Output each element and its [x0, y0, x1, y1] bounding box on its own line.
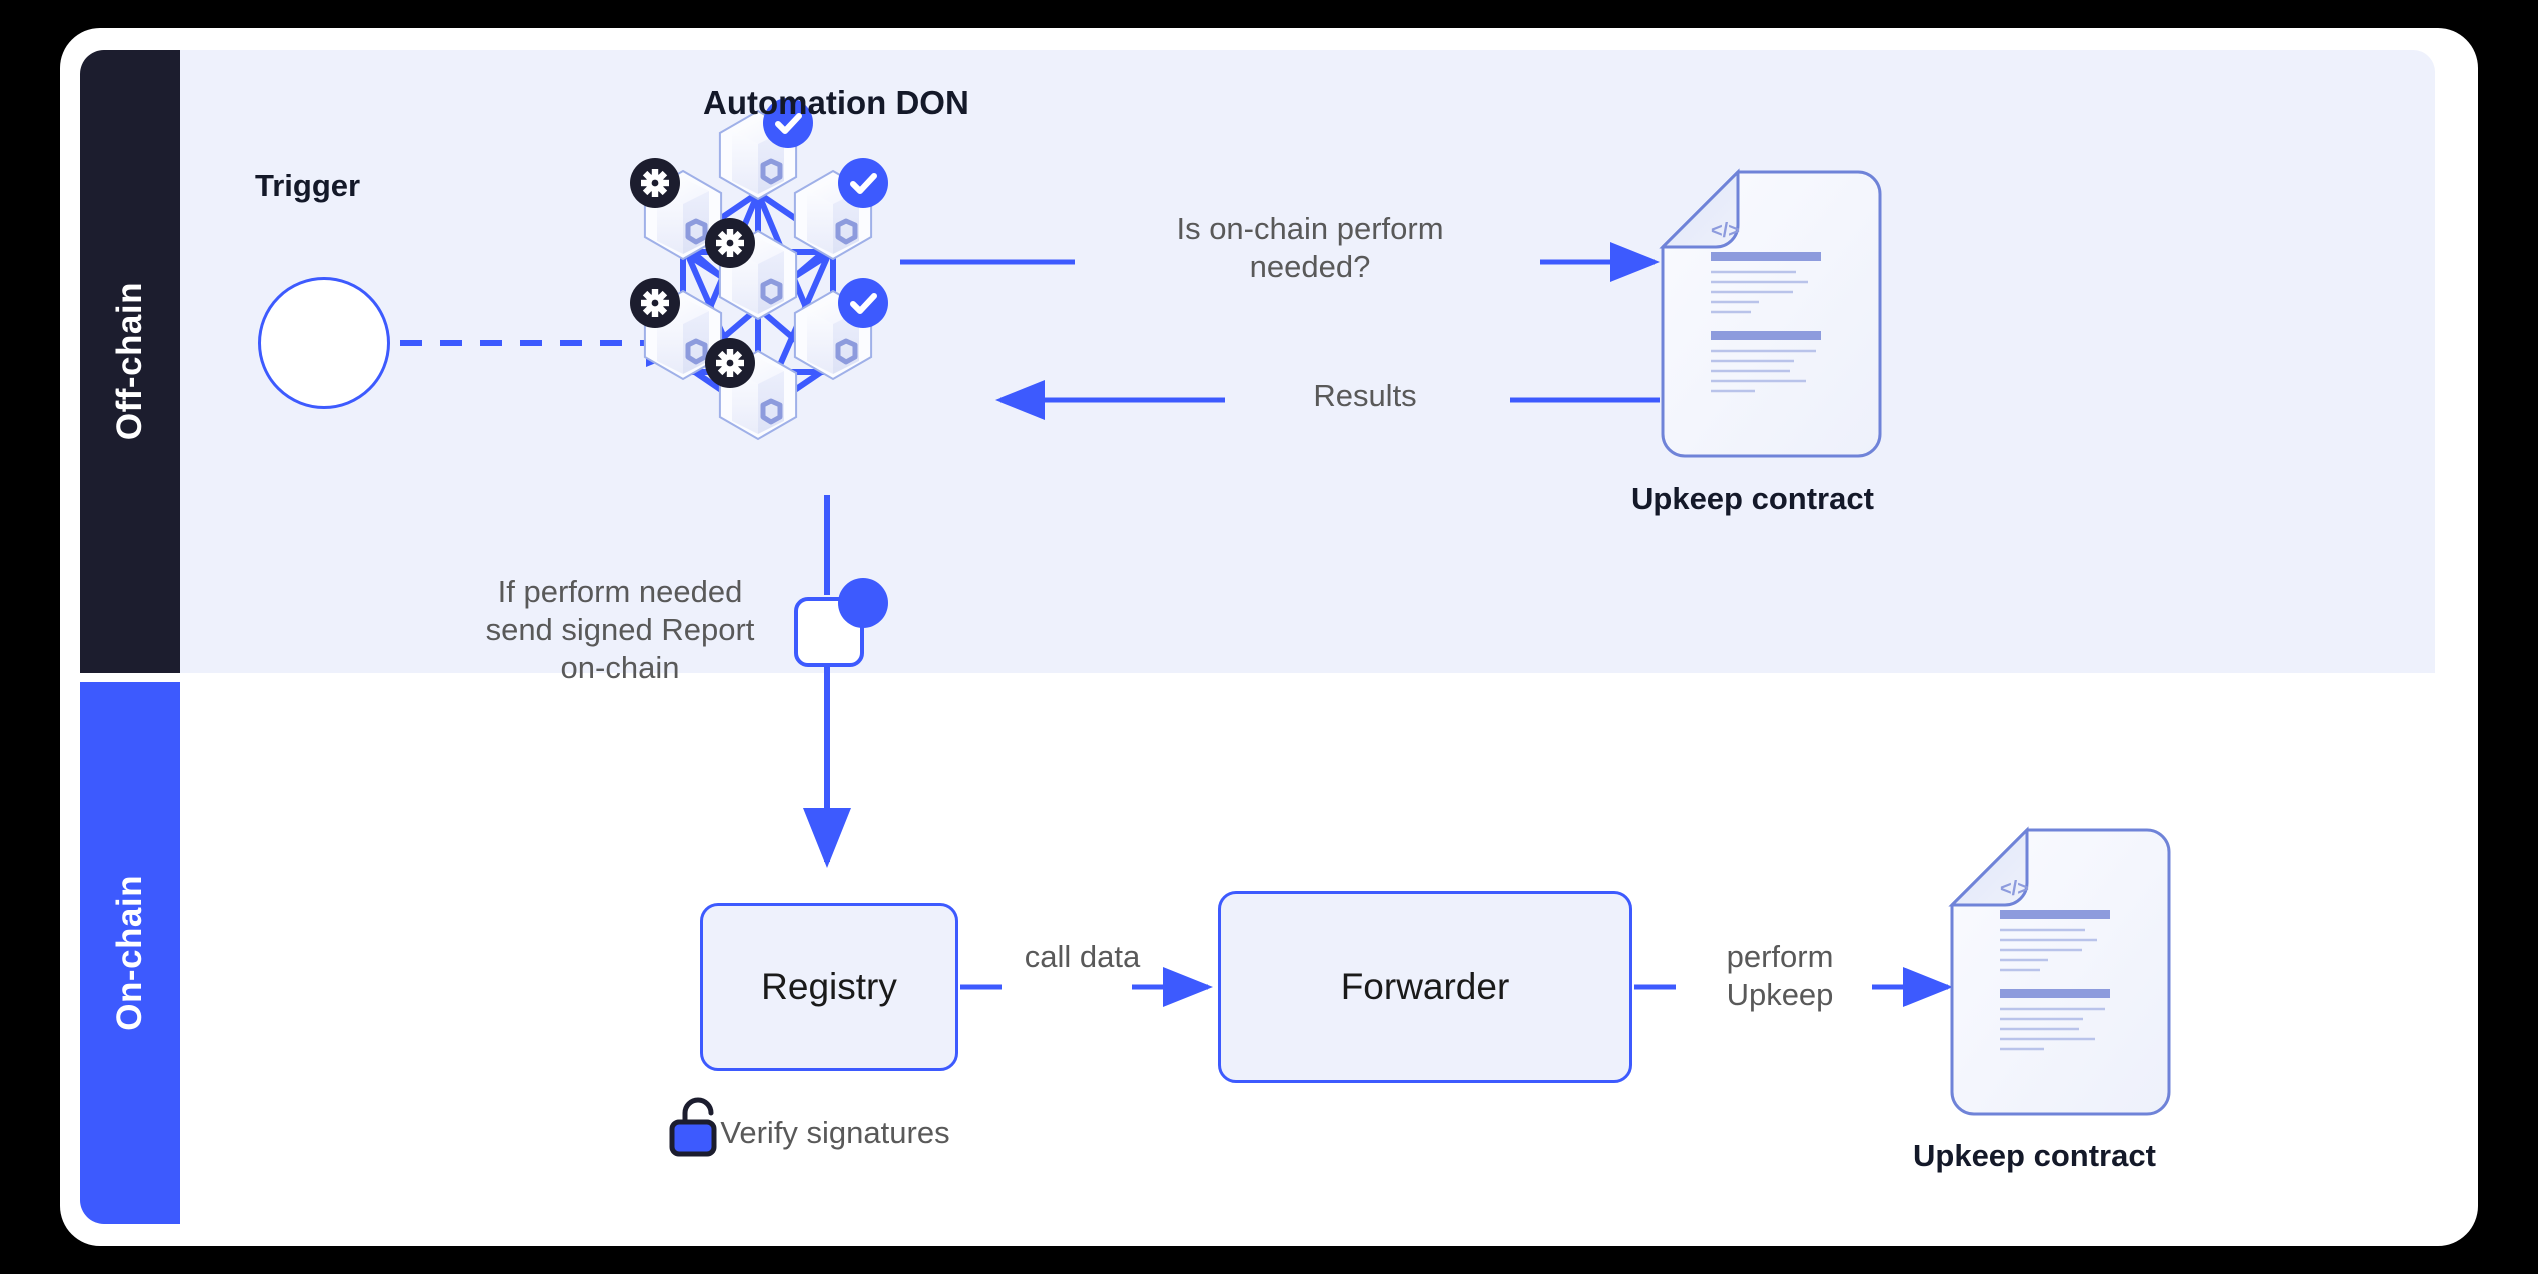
verify-signatures-text: Verify signatures	[720, 1115, 950, 1150]
registry-box[interactable]: Registry	[700, 903, 958, 1071]
trigger-label: Trigger	[255, 168, 361, 203]
upkeep-contract-label-onchain: Upkeep contract	[1913, 1138, 2156, 1173]
trigger-node[interactable]	[258, 277, 390, 409]
offchain-background	[178, 50, 2435, 673]
results-text: Results	[1313, 378, 1417, 413]
upkeep-contract-label-offchain: Upkeep contract	[1631, 481, 1874, 516]
sidebar-onchain: On-chain	[80, 682, 180, 1224]
perform-upkeep-text: perform Upkeep	[1726, 939, 1834, 1012]
call-data-text: call data	[1024, 939, 1141, 974]
sidebar-onchain-label: On-chain	[110, 875, 149, 1031]
forwarder-box[interactable]: Forwarder	[1218, 891, 1632, 1083]
sidebar-offchain: Off-chain	[80, 50, 180, 673]
signed-report-text: If perform needed send signed Report on-…	[485, 574, 755, 685]
sidebar-offchain-label: Off-chain	[110, 282, 149, 441]
signed-report-lock-badge	[838, 578, 888, 628]
don-title: Automation DON	[703, 84, 969, 121]
question-text: Is on-chain perform needed?	[1176, 211, 1444, 284]
